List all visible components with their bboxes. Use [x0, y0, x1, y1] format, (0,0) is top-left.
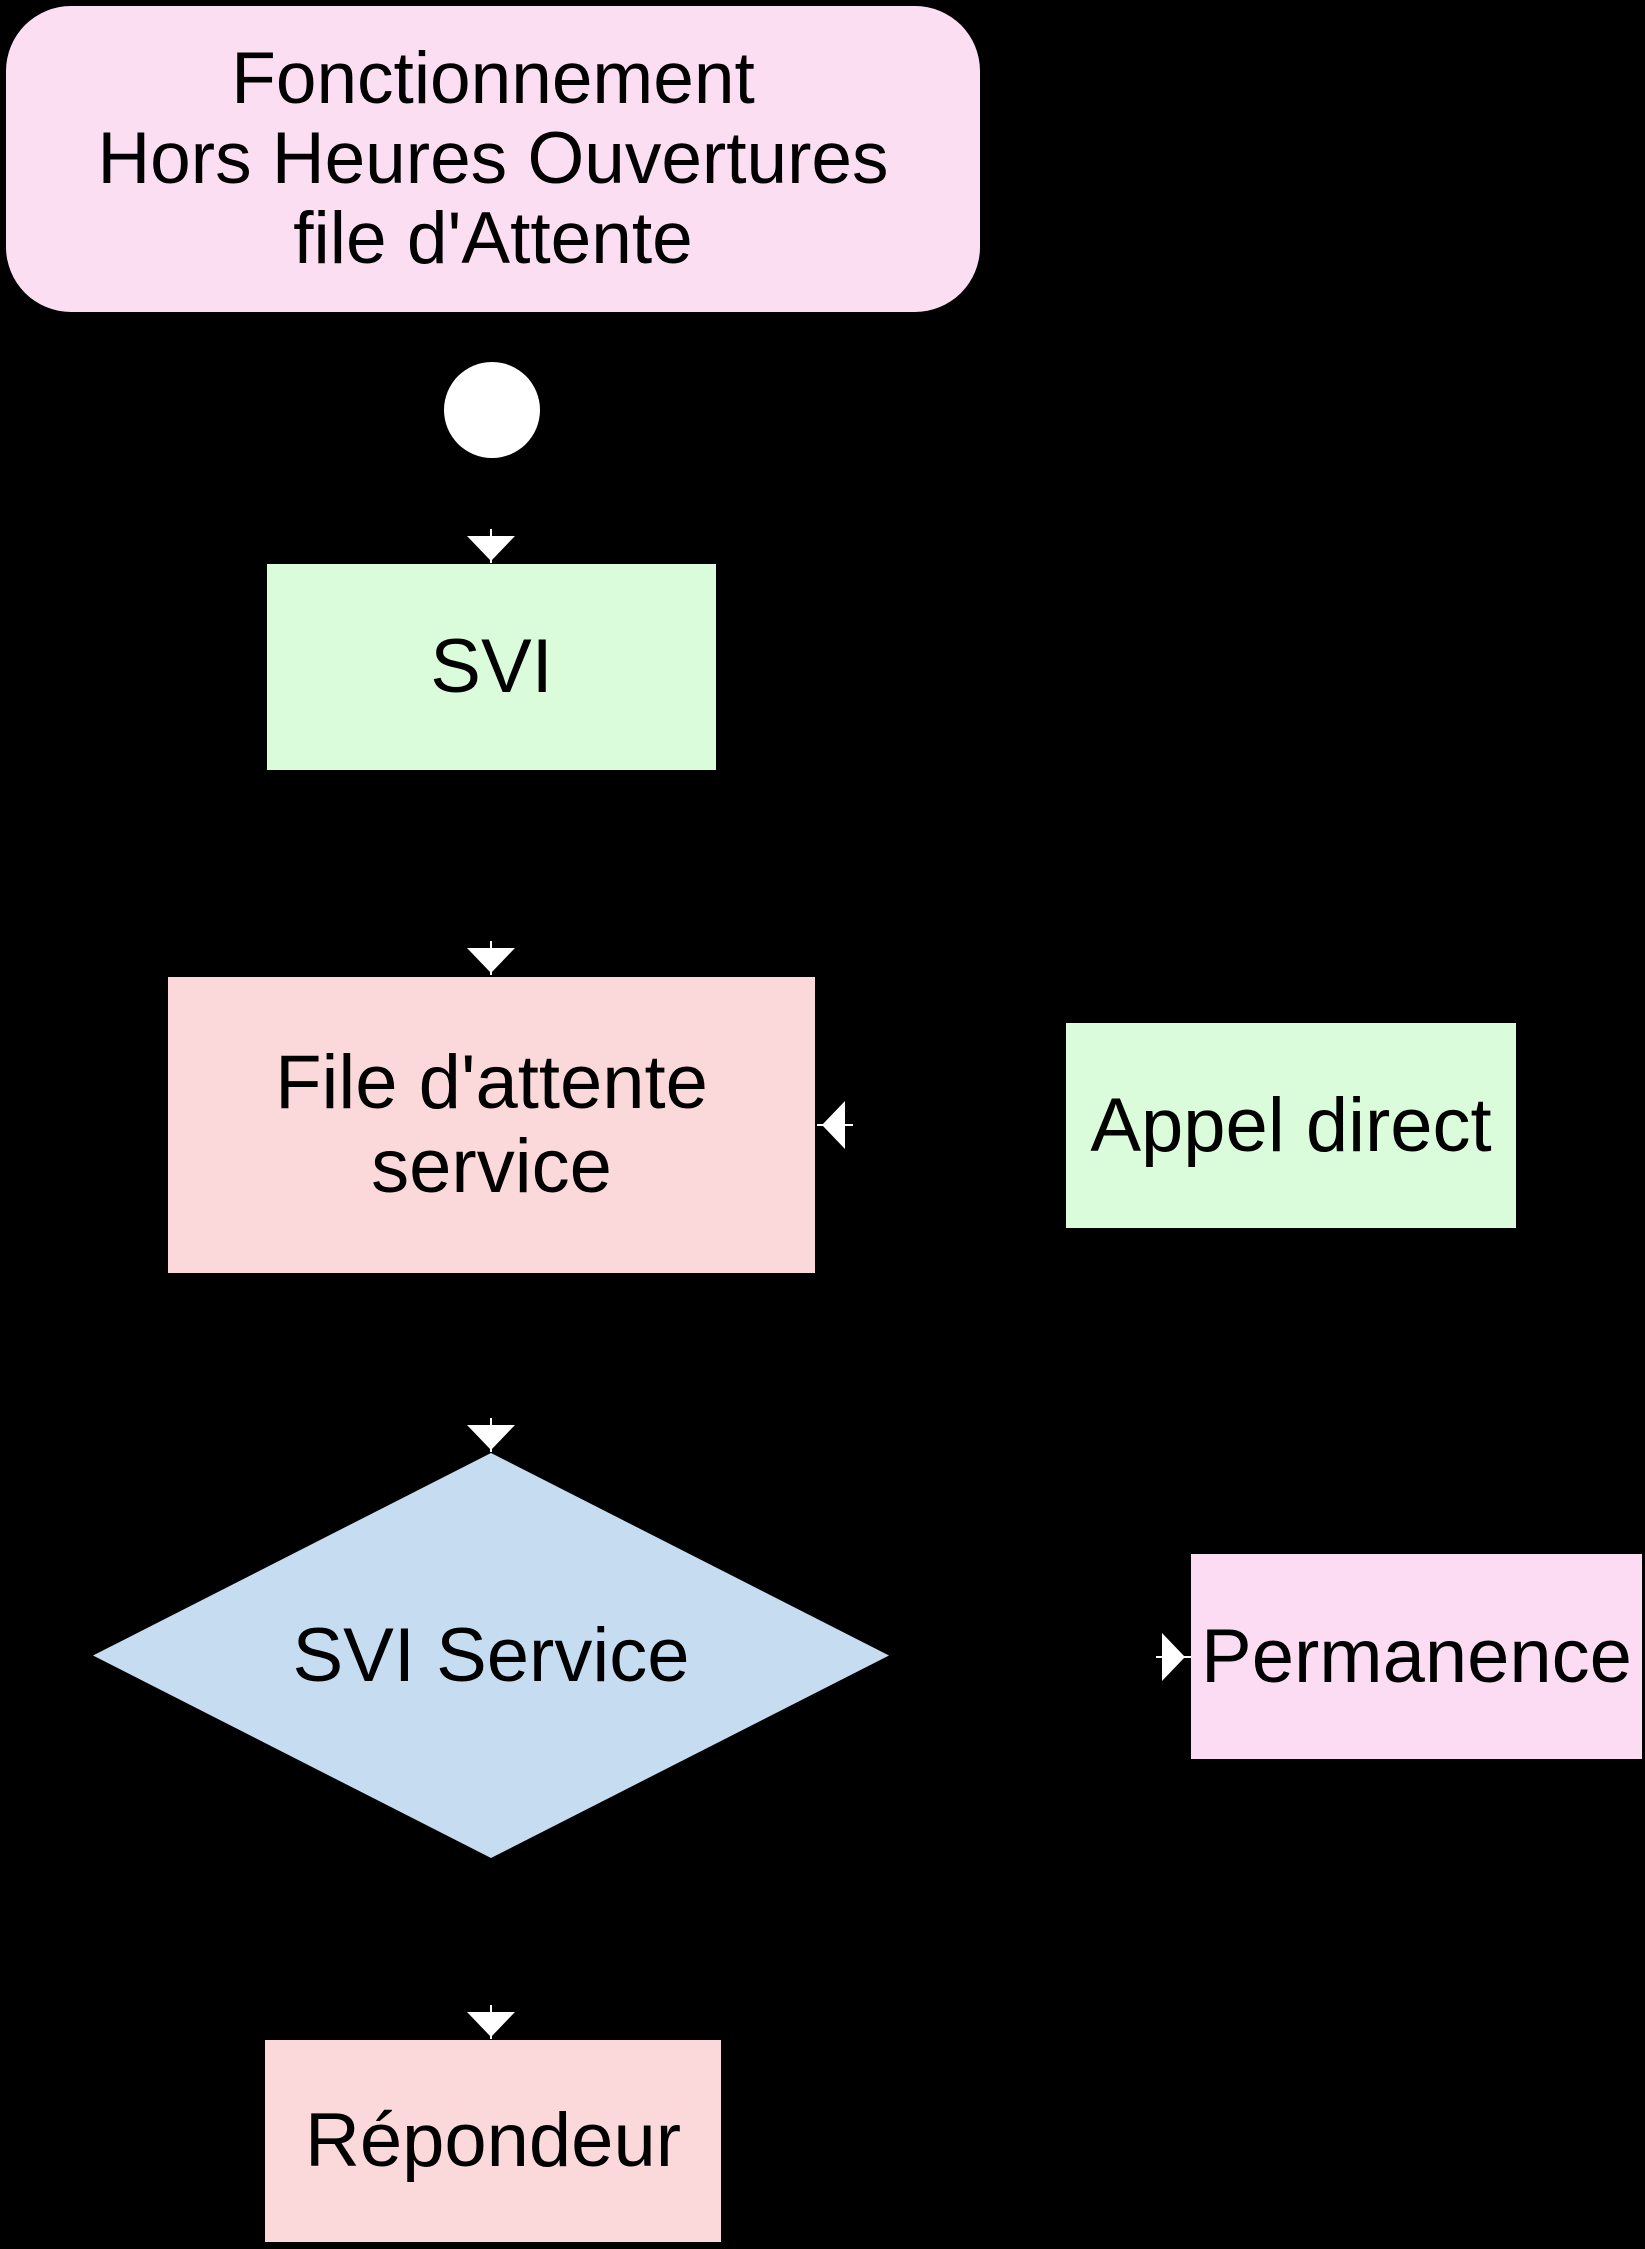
start-circle: [444, 362, 540, 458]
arrowhead-down: [467, 2012, 515, 2037]
svi-service-diamond: SVI Service: [93, 1453, 889, 1858]
title-line-2: Hors Heures Ouvertures: [97, 118, 889, 199]
title-node: Fonctionnement Hors Heures Ouvertures fi…: [6, 6, 980, 312]
arrowhead-down: [467, 1425, 515, 1450]
svi-node: SVI: [267, 564, 716, 770]
queue-label-line-1: File d'attente: [275, 1040, 708, 1125]
queue-node: File d'attente service: [168, 977, 815, 1273]
arrowhead-right: [1162, 1633, 1185, 1681]
repondeur-node: Répondeur: [265, 2040, 721, 2242]
svi-label: SVI: [430, 624, 553, 709]
permanence-node: Permanence: [1191, 1554, 1642, 1759]
arrowhead-down: [467, 948, 515, 973]
arrowhead-left: [822, 1101, 845, 1149]
title-line-3: file d'Attente: [293, 198, 693, 279]
permanence-label: Permanence: [1201, 1613, 1632, 1699]
queue-label-line-2: service: [371, 1124, 612, 1209]
repondeur-label: Répondeur: [304, 2098, 682, 2183]
svi-service-label: SVI Service: [292, 1612, 690, 1698]
arrowhead-down: [467, 536, 515, 561]
title-line-1: Fonctionnement: [231, 38, 755, 119]
appel-direct-label: Appel direct: [1090, 1082, 1492, 1168]
appel-direct-node: Appel direct: [1066, 1023, 1516, 1228]
